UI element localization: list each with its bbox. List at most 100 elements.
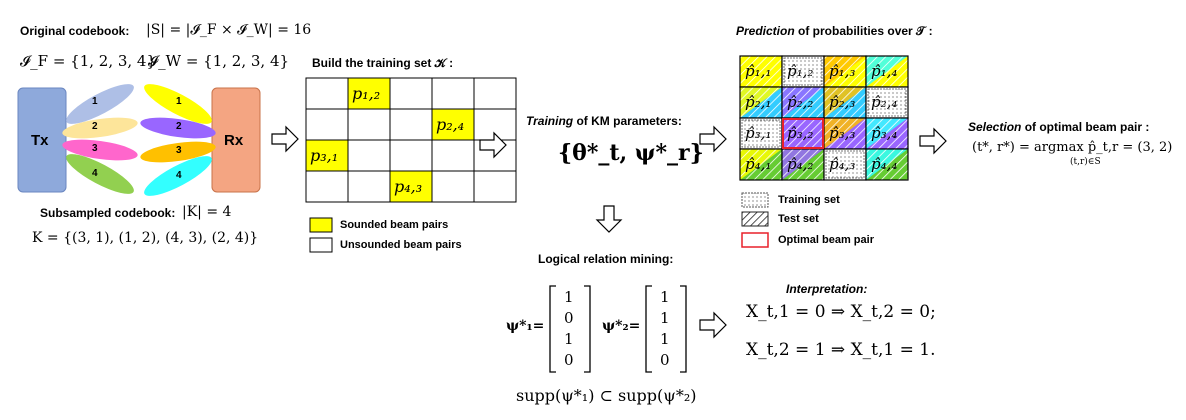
prediction-cell-label: p̂₁,₃ [829,62,856,80]
test-hatch [824,118,866,149]
arrow-right-icon [271,125,299,153]
logical-mining-title: Logical relation mining: [538,252,674,266]
arrow-right-icon [479,131,507,159]
training-cell [347,170,391,203]
test-hatch [740,56,782,87]
codebook-size-formula: |S| = |𝓘_F × 𝓘_W| = 16 [146,22,312,38]
rx-beam-1 [144,84,212,124]
prediction-cell-label: p̂₃,₂ [787,124,814,142]
tx-beam-3-label: 3 [92,143,98,154]
training-cell [389,139,433,172]
test-hatch [782,149,824,180]
selection-title: Selection of optimal beam pair : [968,120,1150,134]
vector-entry: 1 [564,288,574,306]
subsampled-codebook-label: Subsampled codebook: [40,206,176,220]
vector-entry: 0 [660,351,670,369]
vector-brackets [549,285,687,373]
interpretation-line-2: X_t,2 = 1 ⇒ X_t,1 = 1. [746,340,936,360]
prediction-cell-label: p̂₁,₁ [745,62,772,80]
subsampled-set: K = {(3, 1), (1, 2), (4, 3), (2, 4)} [32,230,259,246]
IF-set: 𝓘_F = {1, 2, 3, 4} [20,52,157,70]
test-hatch [740,87,782,118]
IW-set: 𝓘_W = {1, 2, 3, 4} [148,52,290,70]
training-cell-label: p₄,₃ [394,177,423,196]
test-hatch [866,118,908,149]
selection-formula: (t*, r*) = argmax p̂_t,r = (3, 2) [972,140,1173,155]
prediction-cell-label: p̂₄,₂ [787,155,814,173]
optimal-pair-highlight [782,118,824,149]
legend-optimal-swatch [741,232,769,248]
original-codebook-label: Original codebook: [20,24,130,38]
tx-beam-2 [62,117,138,139]
prediction-cell-label: p̂₂,₂ [787,93,814,111]
test-hatch [782,87,824,118]
prediction-cell-label: p̂₁,₂ [787,62,814,80]
rx-beam-1-label: 1 [176,96,182,107]
arrow-right-icon [699,311,727,339]
subsampled-size: |K| = 4 [182,204,232,220]
prediction-grid [739,55,909,181]
rx-beam-4 [144,156,212,196]
tx-label: Tx [31,132,49,149]
training-cell [473,170,517,203]
vector-entry: 0 [564,309,574,327]
psi1-label: ψ*₁= [506,318,545,334]
training-dots [741,119,781,148]
prediction-cell-label: p̂₁,₄ [871,62,898,80]
training-dots [783,57,823,86]
interpretation-line-1: X_t,1 = 0 ⇒ X_t,2 = 0; [746,302,936,322]
rx-label: Rx [224,132,244,149]
legend-sounded-swatch [309,217,333,233]
training-cell [431,77,475,110]
legend-test-label: Test set [778,213,819,225]
vector-entry: 1 [660,309,670,327]
vector-entry: 1 [660,288,670,306]
training-cell [389,77,433,110]
support-relation: supp(ψ*₁) ⊂ supp(ψ*₂) [516,386,697,405]
tx-beam-1 [66,84,134,124]
training-params: {θ*_t, ψ*_r} [558,140,704,166]
rx-beam-2 [140,117,216,139]
interpretation-title: Interpretation: [786,282,868,296]
prediction-cell-label: p̂₂,₃ [829,93,856,111]
psi2-label: ψ*₂= [602,318,641,334]
rx-beams [140,84,216,196]
vector-entry: 1 [660,330,670,348]
rx-box [211,87,261,193]
vector-entry: 1 [564,330,574,348]
tx-beam-3 [62,139,138,161]
test-hatch [824,56,866,87]
training-grid [305,77,517,203]
rx-beam-3-label: 3 [176,145,182,156]
tx-beam-4-label: 4 [92,168,98,179]
training-title: Training of KM parameters: [526,114,682,128]
prediction-cell-label: p̂₂,₄ [871,93,898,111]
training-cell [431,170,475,203]
rx-beam-3 [140,141,216,163]
training-set-title: Build the training set 𝒦 : [312,56,454,70]
prediction-title: Prediction of probabilities over 𝒯 : [736,24,933,38]
training-cell [431,139,475,172]
test-hatch [782,118,824,149]
prediction-cell-label: p̂₃,₃ [829,124,856,142]
arrow-right-icon [699,125,727,153]
vector-entry: 0 [564,351,574,369]
training-cell [347,108,391,141]
test-hatch [824,87,866,118]
prediction-cell-label: p̂₄,₄ [871,155,898,173]
legend-optimal-label: Optimal beam pair [778,234,874,246]
training-dots [867,88,907,117]
test-hatch [866,56,908,87]
training-cell-label: p₃,₁ [310,146,339,165]
training-cell [305,77,349,110]
prediction-cell-label: p̂₄,₁ [745,155,772,173]
prediction-cell-label: p̂₂,₁ [745,93,772,111]
legend-training-swatch [741,192,769,208]
training-cell [431,108,475,141]
training-cell [305,108,349,141]
training-cell [473,77,517,110]
rx-beam-4-label: 4 [176,170,182,181]
prediction-cell-label: p̂₃,₁ [745,124,772,142]
